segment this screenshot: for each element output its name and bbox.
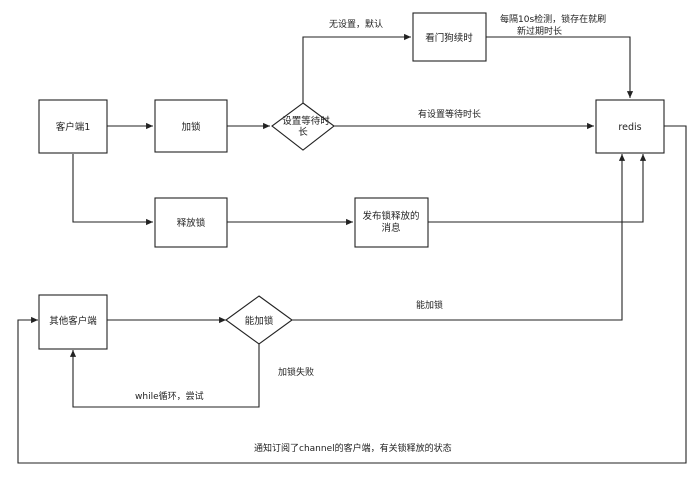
label-lock: 加锁: [181, 121, 201, 133]
node-client1: [38, 99, 108, 154]
edge-decision-watchdog: [302, 33, 411, 103]
label-release: 释放锁: [177, 217, 206, 229]
label-can-lock-edge: 能加锁: [416, 299, 443, 311]
label-watchdog: 看门狗续时: [425, 32, 473, 44]
label-can-lock: 能加锁: [245, 315, 274, 327]
node-lock: [154, 99, 228, 153]
label-decide-wait-2: 长: [298, 126, 308, 138]
edge-publish-redis: [428, 154, 647, 223]
edge-redis-notify: [17, 125, 687, 464]
label-check-note-1: 每隔10s检测，锁存在就刷: [500, 13, 606, 25]
node-redis: [595, 99, 665, 154]
label-no-wait-default: 无设置，默认: [329, 18, 383, 30]
label-lock-fail: 加锁失败: [278, 366, 314, 378]
label-check-note-2: 新过期时长: [517, 25, 562, 37]
edge-watchdog-redis: [486, 36, 634, 98]
label-publish-1: 发布锁释放的: [362, 210, 419, 222]
node-release: [154, 197, 228, 248]
edge-canlock-redis: [292, 154, 626, 321]
label-client1: 客户端1: [56, 121, 91, 133]
node-can-lock: [225, 295, 293, 345]
label-other-client: 其他客户端: [49, 315, 97, 327]
node-other-client: [38, 294, 108, 350]
edge-lockfail-loop: [69, 344, 260, 408]
edge-client1-release: [72, 154, 153, 226]
label-while-retry: while循环，尝试: [135, 390, 204, 402]
label-publish-2: 消息: [381, 222, 400, 234]
label-has-wait: 有设置等待时长: [418, 108, 481, 120]
label-decide-wait-1: 设置等待时: [282, 115, 330, 127]
label-redis: redis: [618, 122, 641, 133]
node-watchdog: [412, 12, 487, 62]
node-decide-wait: [271, 102, 335, 151]
label-notify: 通知订阅了channel的客户端，有关锁释放的状态: [254, 442, 452, 454]
node-publish: [354, 197, 429, 248]
